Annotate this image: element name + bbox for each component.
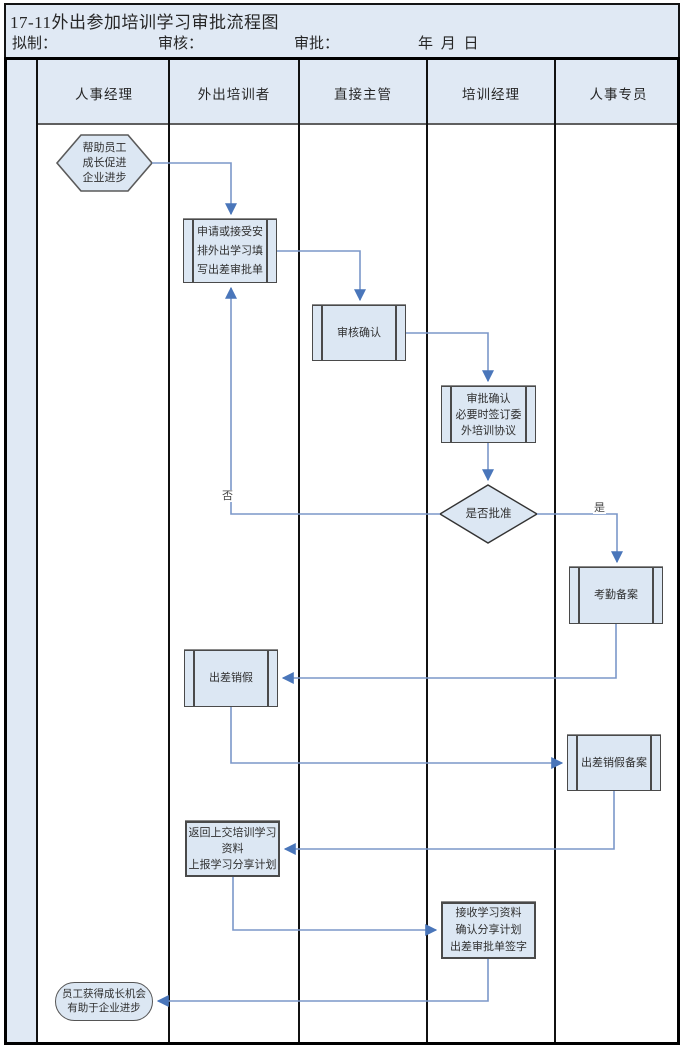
page-title: 17-11外出参加培训学习审批流程图 xyxy=(10,13,280,32)
return-materials-box: 返回上交培训学习 资料 上报学习分享计划 xyxy=(185,821,280,877)
predefined-process-bar xyxy=(450,387,452,442)
lane-header-hr-manager: 人事经理 xyxy=(75,86,133,102)
left-margin-column xyxy=(7,60,38,1042)
header-band: 17-11外出参加培训学习审批流程图 拟制： 审核： 审批： 年 月 日 xyxy=(4,3,680,57)
predefined-process-bar xyxy=(193,651,195,706)
date-label: 年 月 日 xyxy=(418,36,481,52)
review-confirm-label: 审核确认 xyxy=(337,326,381,339)
lane-header-trainee: 外出培训者 xyxy=(197,86,271,102)
predefined-process-bar xyxy=(266,220,268,282)
predefined-process-bar xyxy=(652,568,654,623)
return-materials-label: 返回上交培训学习 资料 上报学习分享计划 xyxy=(188,827,277,871)
apply-training-label: 申请或接受安 排外出学习填 写出差审批单 xyxy=(197,225,263,276)
predefined-process-bar xyxy=(192,220,194,282)
predefined-process-bar xyxy=(650,736,652,790)
signoff-row: 拟制： 审核： 审批： 年 月 日 xyxy=(6,32,678,56)
lane-header-direct-supervisor: 直接主管 xyxy=(334,86,392,102)
lane-divider xyxy=(168,60,170,1042)
review-confirm-box: 审核确认 xyxy=(312,305,406,361)
attendance-record-label: 考勤备案 xyxy=(594,589,638,601)
review-label: 审核： xyxy=(158,36,204,52)
receive-materials-box: 接收学习资料 确认分享计划 出差审批单签字 xyxy=(441,902,536,959)
lane-header-training-manager: 培训经理 xyxy=(462,86,520,102)
end-terminator: 员工获得成长机会 有助于企业进步 xyxy=(55,982,153,1021)
predefined-process-bar xyxy=(578,568,580,623)
lane-divider xyxy=(298,60,300,1042)
predefined-process-bar xyxy=(576,736,578,790)
approve-confirm-label: 审批确认 必要时签订委 外培训协议 xyxy=(455,392,522,437)
approve-label: 审批： xyxy=(294,36,340,52)
edge-label-yes: 是 xyxy=(593,502,606,514)
predefined-process-bar xyxy=(525,387,527,442)
cancel-business-leave-label: 出差销假 xyxy=(209,672,253,684)
swimlane-table: 人事经理 外出培训者 直接主管 培训经理 人事专员 xyxy=(4,57,680,1045)
predefined-process-bar xyxy=(321,306,323,360)
predefined-process-bar xyxy=(395,306,397,360)
attendance-record-box: 考勤备案 xyxy=(569,567,663,624)
draft-label: 拟制： xyxy=(12,36,58,52)
cancel-leave-record-label: 出差销假备案 xyxy=(581,756,647,769)
end-terminator-label: 员工获得成长机会 有助于企业进步 xyxy=(62,988,146,1014)
approve-confirm-box: 审批确认 必要时签订委 外培训协议 xyxy=(441,386,536,443)
cancel-business-leave-box: 出差销假 xyxy=(184,650,278,707)
receive-materials-label: 接收学习资料 确认分享计划 出差审批单签字 xyxy=(450,907,527,953)
cancel-leave-record-box: 出差销假备案 xyxy=(567,735,661,791)
apply-training-box: 申请或接受安 排外出学习填 写出差审批单 xyxy=(183,219,277,283)
predefined-process-bar xyxy=(267,651,269,706)
edge-label-no: 否 xyxy=(221,490,234,502)
lane-divider xyxy=(426,60,428,1042)
lane-header-row xyxy=(38,60,677,125)
lane-divider xyxy=(554,60,556,1042)
lane-header-hr-specialist: 人事专员 xyxy=(589,86,648,102)
